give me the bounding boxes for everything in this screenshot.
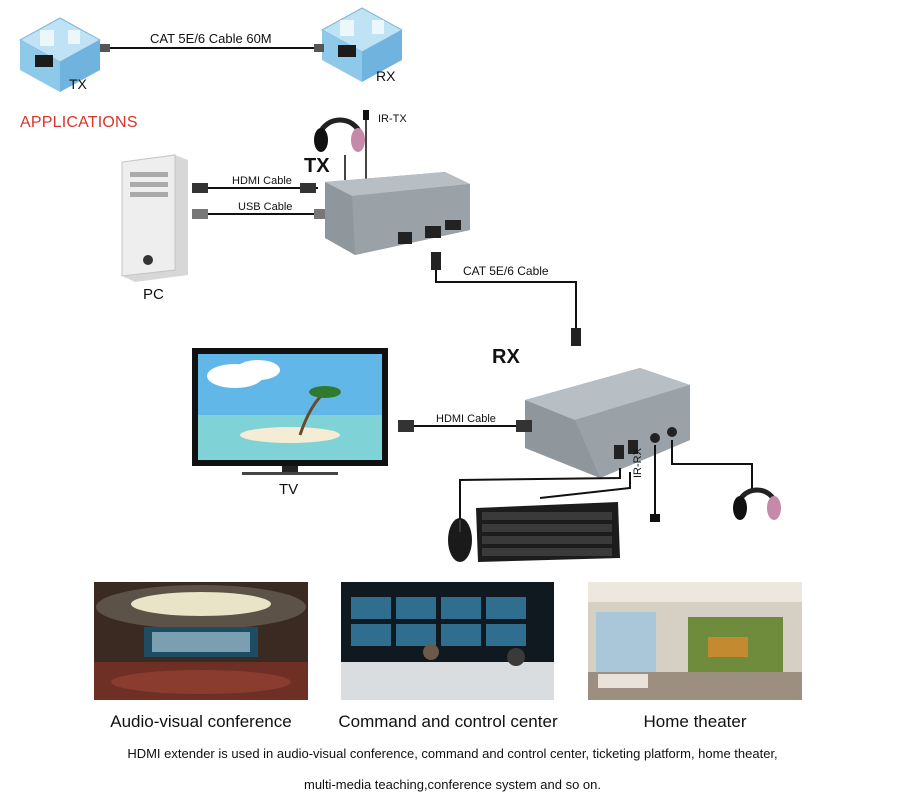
photo-audio-visual-conference	[94, 582, 308, 700]
tx-extender-device	[325, 172, 470, 255]
headphones-tx-icon	[314, 117, 365, 180]
hdmi-cable-label-pc: HDMI Cable	[232, 175, 292, 187]
tv-label: TV	[279, 481, 299, 498]
ir-rx-label: IR-RX	[632, 448, 644, 478]
photo-home-theater	[588, 582, 802, 700]
usb-cable-label: USB Cable	[238, 201, 293, 213]
tx-rx-room-illustration	[18, 7, 404, 92]
hdmi-cable-label-tv: HDMI Cable	[436, 413, 496, 425]
rx-extender-device	[525, 368, 690, 478]
rx-room-icon	[320, 7, 404, 82]
application-diagram	[0, 100, 905, 570]
tx-room-icon	[18, 17, 102, 92]
caption-audio-visual-conference: Audio-visual conference	[110, 712, 292, 731]
applications-heading: APPLICATIONS	[20, 114, 138, 131]
headphones-rx-icon	[733, 487, 781, 520]
tv-icon	[192, 348, 388, 475]
mouse-icon	[448, 518, 472, 562]
keyboard-icon	[476, 502, 620, 562]
pc-label: PC	[143, 286, 164, 303]
cat-cable-label: CAT 5E/6 Cable	[463, 264, 549, 278]
photo-command-control-center	[341, 582, 554, 700]
tx-title: TX	[304, 155, 330, 177]
top-diagram	[0, 0, 430, 95]
rx-room-label: RX	[376, 68, 396, 84]
pc-tower-icon	[121, 154, 188, 282]
rx-title: RX	[492, 346, 520, 368]
description-line-1: HDMI extender is used in audio-visual co…	[127, 746, 778, 761]
tx-room-label: TX	[69, 76, 87, 92]
caption-home-theater: Home theater	[643, 712, 747, 731]
caption-command-control-center: Command and control center	[338, 712, 558, 731]
ir-tx-label: IR-TX	[378, 113, 407, 125]
cat-cable-60m-label: CAT 5E/6 Cable 60M	[150, 31, 272, 46]
description-line-2: multi-media teaching,conference system a…	[304, 777, 601, 792]
